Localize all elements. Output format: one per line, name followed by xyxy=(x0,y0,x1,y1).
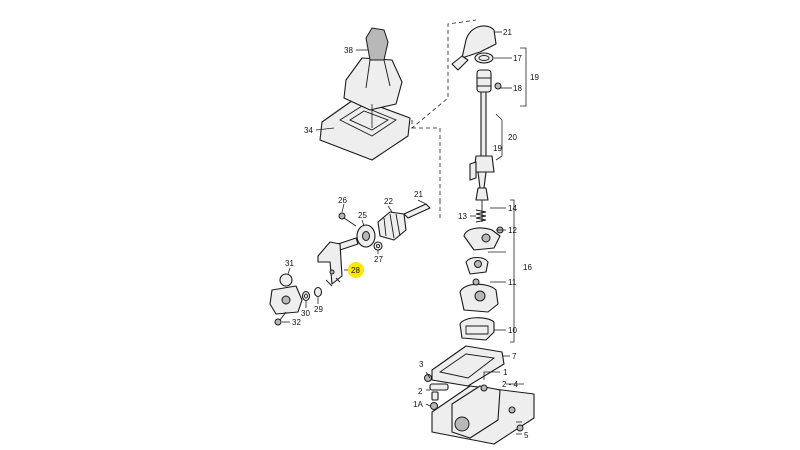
callout-17: 17 xyxy=(513,54,522,63)
callout-22: 22 xyxy=(384,197,393,206)
lever-socket-18 xyxy=(476,69,502,93)
callout-28[interactable]: 28 xyxy=(351,266,360,275)
callout-19-lower: 19 xyxy=(493,144,502,153)
gasket-10 xyxy=(459,317,495,341)
callout-19-upper: 19 xyxy=(530,73,539,82)
housing-1 xyxy=(431,384,535,445)
callout-38: 38 xyxy=(344,46,353,55)
ball-cup-17 xyxy=(474,52,494,64)
bush-21-rod xyxy=(403,203,431,219)
callout-7: 7 xyxy=(512,352,517,361)
callout-21-top: 21 xyxy=(503,28,512,37)
lever-head-21 xyxy=(451,25,497,71)
callout-2-4: 2 - 4 xyxy=(502,380,519,389)
callout-31: 31 xyxy=(285,259,294,268)
dashed-linkage-frame xyxy=(411,19,477,220)
callout-3: 3 xyxy=(419,360,424,369)
callout-18: 18 xyxy=(513,84,522,93)
bolt-26 xyxy=(338,212,357,227)
callout-29: 29 xyxy=(314,305,323,314)
callout-34: 34 xyxy=(304,126,313,135)
shift-lever-shaft-20 xyxy=(469,91,495,189)
lever-25 xyxy=(356,224,376,248)
bracket-28 xyxy=(317,241,343,287)
bearing-housing-11 xyxy=(459,278,499,313)
callout-14: 14 xyxy=(508,204,517,213)
nut-27 xyxy=(373,241,383,251)
gear-knob-boot-38 xyxy=(343,27,403,111)
callout-5: 5 xyxy=(524,431,529,440)
callout-21-mid: 21 xyxy=(414,190,423,199)
callout-12: 12 xyxy=(508,226,517,235)
callout-10: 10 xyxy=(508,326,517,335)
seal-7 xyxy=(431,345,505,387)
pin-rod xyxy=(337,237,359,251)
callout-13: 13 xyxy=(458,212,467,221)
callout-11: 11 xyxy=(508,278,517,287)
callout-labels: 38 34 21 17 19 18 20 19 14 13 12 16 11 1… xyxy=(285,28,539,440)
callout-27: 27 xyxy=(374,255,383,264)
bracket-20 xyxy=(495,113,503,161)
callout-1A: 1A xyxy=(413,400,423,409)
bearing-16-upper xyxy=(465,256,489,275)
callout-25: 25 xyxy=(358,211,367,220)
bearing-housing-12 xyxy=(463,226,504,251)
callout-32: 32 xyxy=(292,318,301,327)
bracket-19 xyxy=(520,47,527,107)
bolt-32 xyxy=(274,311,287,326)
spring-13 xyxy=(475,209,487,223)
bracket-16 xyxy=(510,199,515,343)
highlight-marker-28[interactable] xyxy=(348,262,364,278)
callout-20: 20 xyxy=(508,133,517,142)
callout-26: 26 xyxy=(338,196,347,205)
callout-2: 2 xyxy=(418,387,423,396)
washer-30 xyxy=(301,290,311,302)
boot-22 xyxy=(377,211,407,241)
joint-31 xyxy=(269,273,303,315)
console-trim-34 xyxy=(319,97,411,161)
callout-1: 1 xyxy=(503,368,508,377)
callout-16: 16 xyxy=(523,263,532,272)
callout-30: 30 xyxy=(301,309,310,318)
washer-29 xyxy=(313,286,323,298)
